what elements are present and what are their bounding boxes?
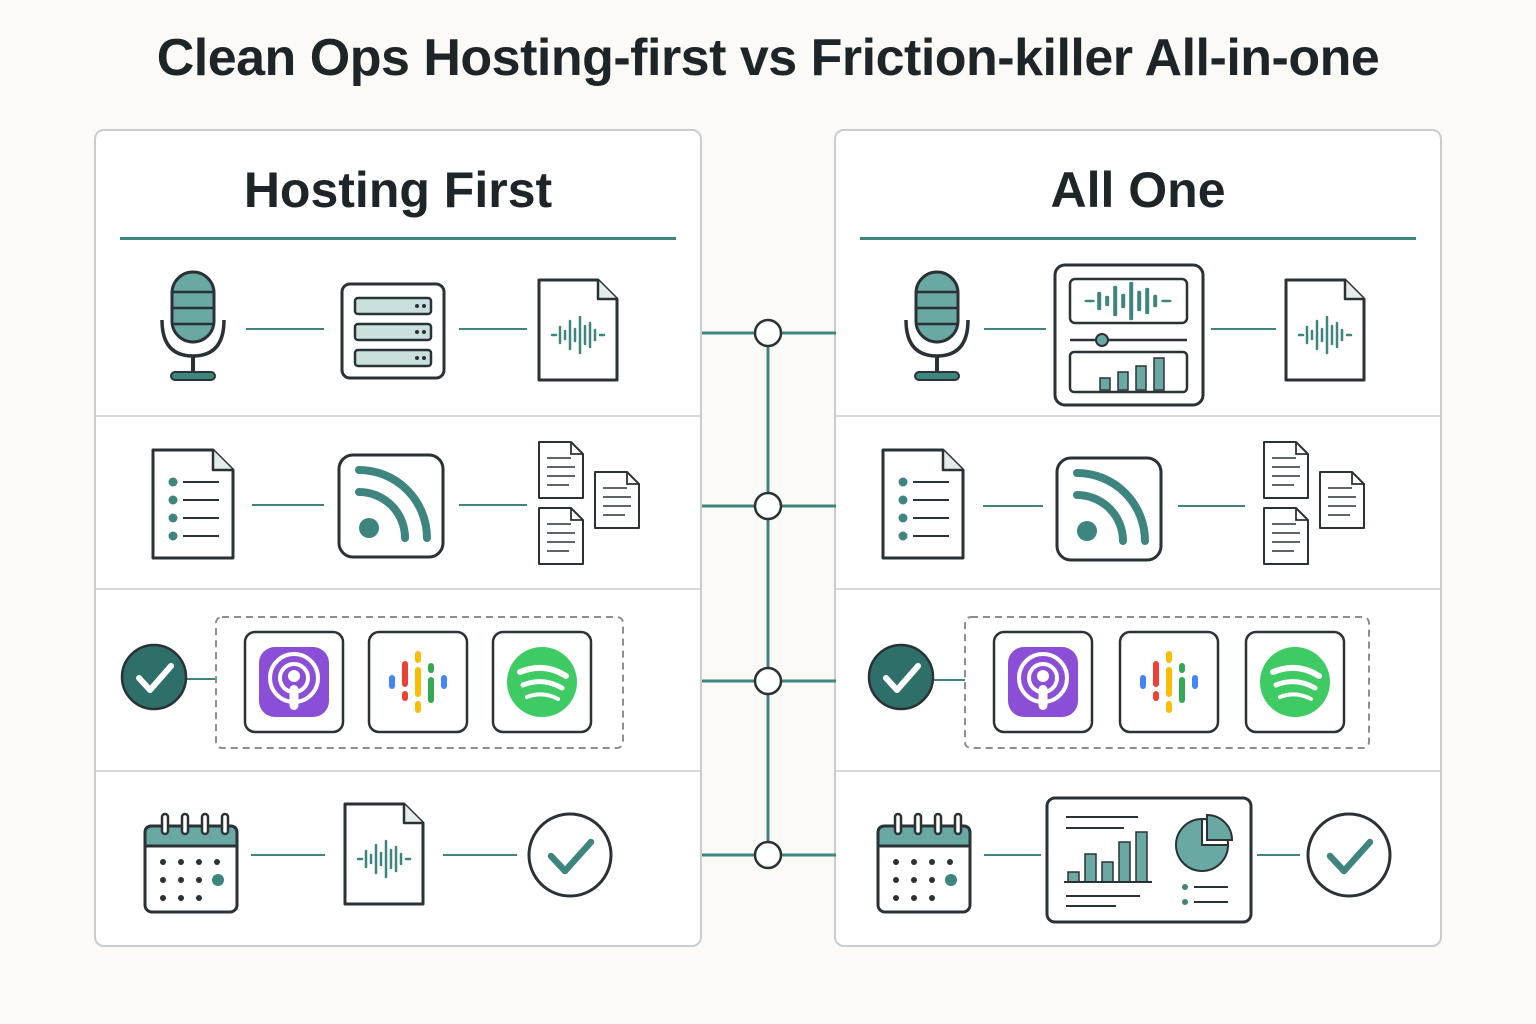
- check-circle-icon: [1308, 814, 1390, 896]
- spotify-icon: [493, 632, 591, 732]
- connector-node: [753, 491, 783, 521]
- check-circle-icon: [122, 645, 186, 709]
- audio-file-icon: [539, 280, 617, 380]
- row-divider: [836, 415, 1440, 417]
- left-row-publish: [151, 442, 639, 564]
- connector-spine: [702, 318, 836, 870]
- right-row-publish: [881, 442, 1364, 564]
- server-icon: [340, 282, 446, 380]
- panel-title-rule: [860, 237, 1416, 240]
- documents-icon: [1264, 442, 1364, 564]
- right-row-distribute: [869, 616, 1370, 749]
- calendar-icon: [143, 812, 239, 914]
- apple-podcasts-icon: [245, 632, 343, 732]
- editor-dashboard-icon: [1053, 263, 1205, 407]
- spotify-icon: [1246, 632, 1344, 732]
- microphone-icon: [160, 270, 226, 382]
- row-divider: [836, 588, 1440, 590]
- all-one-title: All One: [1050, 162, 1226, 218]
- calendar-icon: [876, 812, 972, 914]
- left-row-schedule: [143, 804, 611, 914]
- page-title: Clean Ops Hosting-first vs Friction-kill…: [156, 29, 1380, 87]
- rss-feed-icon: [339, 455, 443, 557]
- audio-file-icon: [345, 804, 423, 904]
- row-divider: [836, 770, 1440, 772]
- row-divider: [96, 415, 700, 417]
- microphone-icon: [904, 270, 970, 382]
- connector-node: [753, 666, 783, 696]
- left-row-distribute: [122, 616, 624, 749]
- apple-podcasts-icon: [994, 632, 1092, 732]
- google-podcasts-icon: [1120, 632, 1218, 732]
- left-row-record: [160, 270, 617, 382]
- right-row-schedule: [876, 796, 1390, 924]
- check-circle-icon: [529, 814, 611, 896]
- audio-file-icon: [1286, 280, 1364, 380]
- rss-feed-icon: [1057, 458, 1161, 560]
- google-podcasts-icon: [369, 632, 467, 732]
- documents-icon: [539, 442, 639, 564]
- panel-title-rule: [120, 237, 676, 240]
- row-divider: [96, 770, 700, 772]
- analytics-dashboard-icon: [1045, 796, 1253, 924]
- connector-node: [753, 318, 783, 348]
- hosting-first-title: Hosting First: [243, 162, 553, 218]
- check-circle-icon: [869, 645, 933, 709]
- show-notes-icon: [151, 448, 235, 560]
- connector-node: [753, 840, 783, 870]
- row-divider: [96, 588, 700, 590]
- right-row-record: [904, 263, 1364, 407]
- show-notes-icon: [881, 448, 965, 560]
